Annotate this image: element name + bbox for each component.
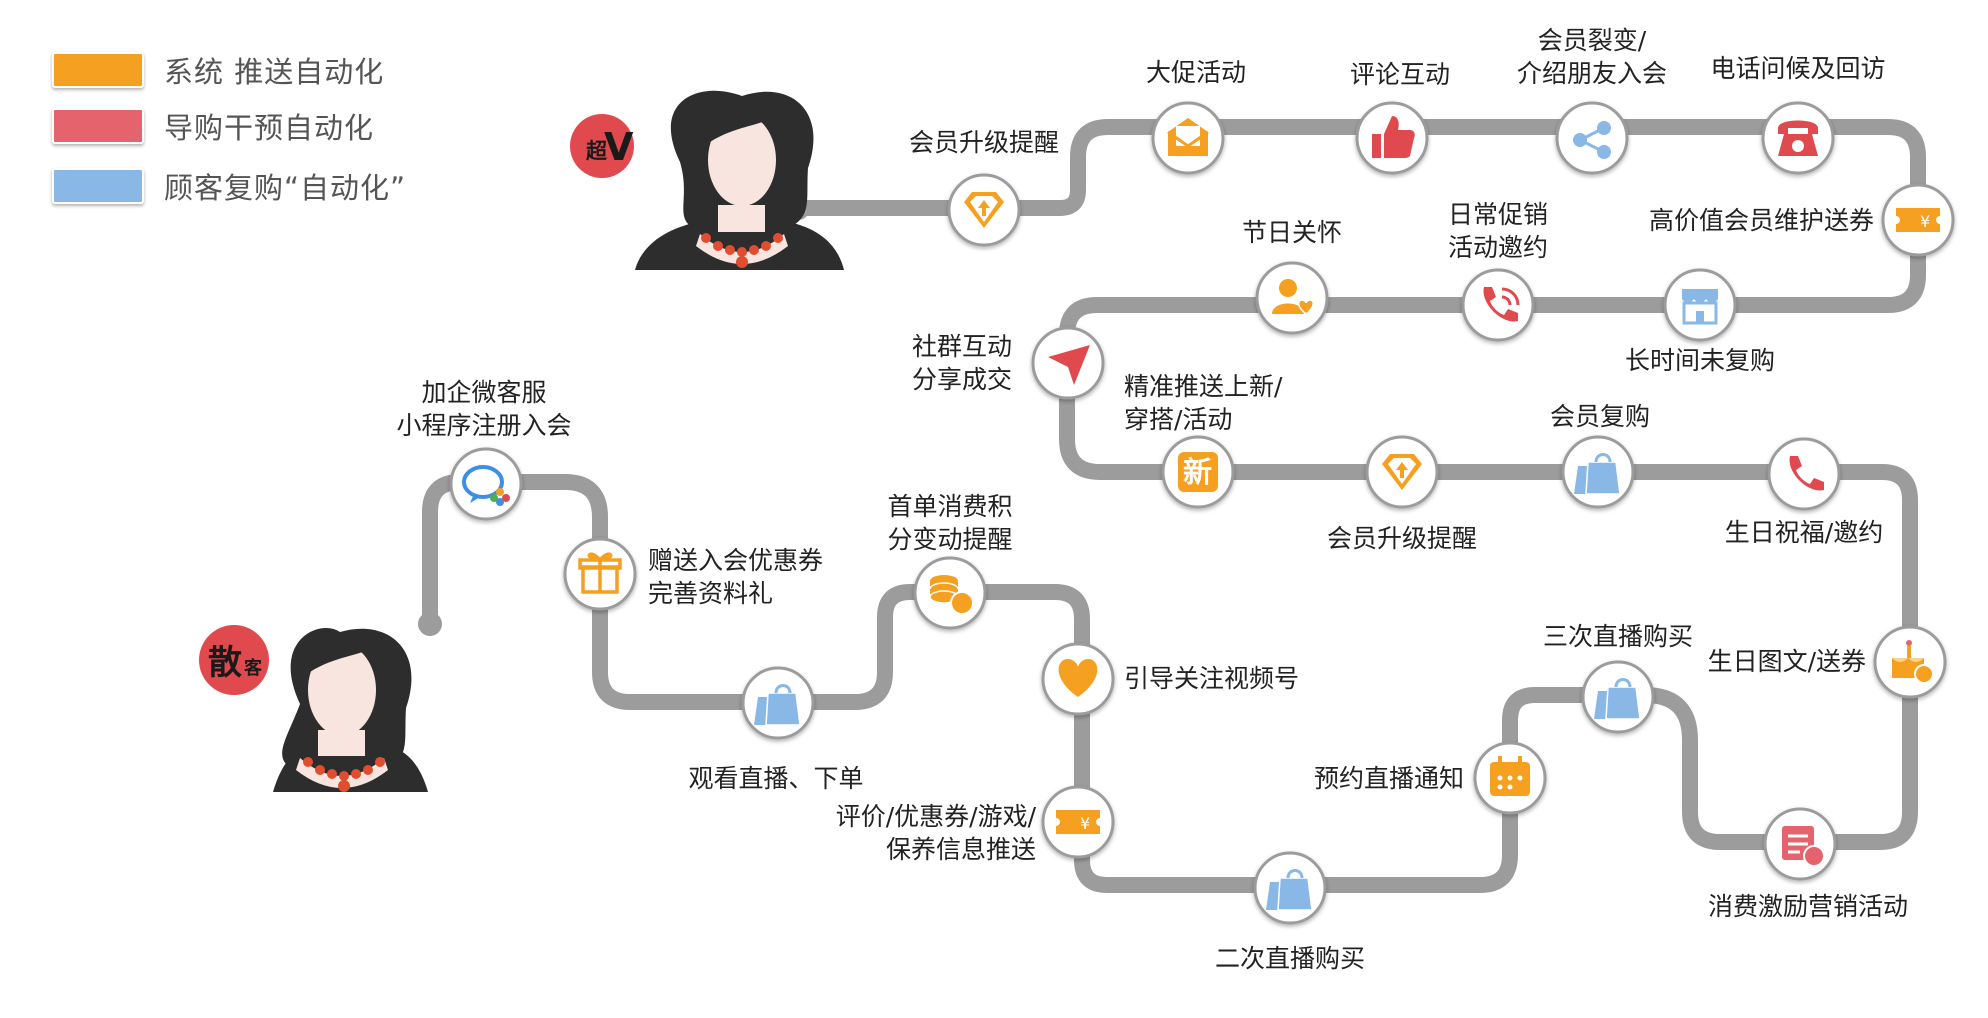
node-community-share[interactable]	[1031, 326, 1105, 400]
node-no-repurchase[interactable]	[1663, 268, 1737, 342]
shopping-bag-icon	[754, 684, 801, 726]
calendar-icon	[1490, 756, 1530, 796]
label-phone-followup: 电话问候及回访	[1710, 54, 1886, 83]
phone-ring-icon	[1483, 287, 1520, 322]
node-new-arrival-push[interactable]: 新	[1161, 435, 1235, 509]
label-member-referral: 会员裂变/ 介绍朋友入会	[1516, 26, 1668, 88]
store-icon	[1682, 289, 1718, 325]
path-start-dot-casual	[418, 612, 442, 636]
diamond-upgrade-icon	[964, 192, 1004, 228]
label-watch-live: 观看直播、下单	[688, 764, 864, 793]
legend-label: 导购干预自动化	[164, 111, 375, 145]
new-glyph: 新	[1183, 455, 1212, 489]
node-birthday-greeting[interactable]	[1767, 437, 1841, 511]
vip-persona: 超 V	[570, 90, 844, 270]
label-third-live-purchase: 三次直播购买	[1542, 622, 1694, 651]
thumbs-up-icon	[1372, 116, 1415, 158]
vip-badge-main: 超	[586, 139, 608, 163]
share-icon	[1573, 121, 1611, 159]
label-follow-video: 引导关注视频号	[1124, 664, 1300, 693]
gift-icon	[578, 552, 622, 594]
label-holiday-care: 节日关怀	[1241, 218, 1343, 247]
node-member-referral[interactable]	[1555, 101, 1629, 175]
label-second-live-purchase: 二次直播购买	[1214, 944, 1366, 973]
node-wecom-signup[interactable]	[449, 447, 523, 521]
shopping-bag-icon	[1574, 453, 1621, 495]
label-daily-promo: 日常促销 活动邀约	[1447, 200, 1549, 262]
node-follow-video[interactable]	[1041, 642, 1115, 716]
receipt-icon	[1782, 826, 1825, 867]
node-first-order-points[interactable]	[913, 556, 987, 630]
node-live-reminder[interactable]	[1473, 741, 1547, 815]
legend-guide-intervention: 导购干预自动化	[52, 106, 374, 146]
coupon-yen-glyph: ¥	[1080, 814, 1090, 833]
coupon-yen-glyph: ¥	[1920, 212, 1930, 231]
node-comment-interaction[interactable]	[1355, 101, 1429, 175]
node-watch-live[interactable]	[741, 666, 815, 740]
legend-label: 顾客复购“自动化”	[164, 171, 407, 205]
legend-label: 系统 推送自动化	[164, 55, 385, 89]
vip-badge	[570, 114, 634, 178]
node-upgrade-reminder-lower[interactable]	[1365, 435, 1439, 509]
node-welcome-coupon[interactable]	[563, 537, 637, 611]
label-upgrade-reminder-upper: 会员升级提醒	[908, 128, 1060, 157]
coins-icon	[929, 575, 974, 615]
envelope-icon	[1167, 118, 1209, 156]
node-phone-followup[interactable]	[1761, 101, 1835, 175]
node-member-repurchase[interactable]	[1561, 435, 1635, 509]
casual-persona: 散 客	[199, 625, 428, 792]
label-comment-interaction: 评论互动	[1349, 60, 1451, 89]
label-incentive-campaign: 消费激励营销活动	[1707, 892, 1909, 921]
user-heart-icon	[1272, 279, 1314, 315]
label-wecom-signup: 加企微客服 小程序注册入会	[396, 378, 572, 440]
coupon-icon: ¥	[1056, 810, 1100, 834]
label-big-promotion: 大促活动	[1145, 58, 1247, 87]
label-first-order-points: 首单消费积 分变动提醒	[887, 492, 1013, 554]
casual-badge	[199, 625, 269, 695]
send-icon	[1048, 345, 1090, 385]
label-upgrade-reminder-lower: 会员升级提醒	[1326, 524, 1478, 553]
node-third-live-purchase[interactable]	[1581, 660, 1655, 734]
node-holiday-care[interactable]	[1255, 261, 1329, 335]
label-birthday-greeting: 生日祝福/邀约	[1724, 518, 1884, 547]
shopping-bag-icon	[1266, 869, 1313, 911]
vip-badge-sub: V	[604, 125, 634, 169]
casual-badge-main: 散	[208, 643, 242, 683]
node-birthday-coupon[interactable]	[1873, 625, 1947, 699]
node-second-live-purchase[interactable]	[1253, 851, 1327, 925]
node-high-value-coupon[interactable]: ¥	[1881, 183, 1955, 257]
legend-repurchase: 顾客复购“自动化”	[52, 166, 406, 206]
legend-swatch-orange	[52, 52, 144, 88]
diamond-upgrade-icon	[1382, 454, 1422, 490]
label-birthday-coupon: 生日图文/送券	[1707, 647, 1866, 676]
legend-swatch-red	[52, 108, 144, 144]
node-big-promotion[interactable]	[1151, 101, 1225, 175]
label-community-share: 社群互动 分享成交	[911, 332, 1012, 394]
heart-icon	[1058, 659, 1098, 697]
label-welcome-coupon: 赠送入会优惠券 完善资料礼	[648, 546, 824, 608]
label-review-coupon-push: 评价/优惠券/游戏/ 保养信息推送	[835, 802, 1036, 864]
node-upgrade-reminder-upper[interactable]	[947, 173, 1021, 247]
new-badge-icon: 新	[1178, 452, 1218, 492]
legend-system-push: 系统 推送自动化	[52, 50, 384, 90]
label-member-repurchase: 会员复购	[1549, 402, 1651, 431]
telephone-icon	[1778, 120, 1818, 156]
node-incentive-campaign[interactable]	[1763, 807, 1837, 881]
casual-badge-sub: 客	[244, 657, 263, 679]
coupon-icon: ¥	[1896, 208, 1940, 232]
journey-path-lower	[422, 119, 1926, 893]
shopping-bag-icon	[1594, 678, 1641, 720]
wecom-chat-icon	[462, 465, 510, 506]
node-daily-promo[interactable]	[1461, 268, 1535, 342]
label-live-reminder: 预约直播通知	[1313, 764, 1464, 793]
node-review-coupon-push[interactable]: ¥	[1041, 785, 1115, 859]
legend-swatch-blue	[52, 168, 144, 204]
birthday-cake-icon	[1892, 640, 1934, 684]
label-high-value-coupon: 高价值会员维护送券	[1648, 206, 1874, 235]
label-new-arrival-push: 精准推送上新/ 穿搭/活动	[1124, 372, 1283, 434]
phone-icon	[1789, 456, 1824, 491]
label-no-repurchase: 长时间未复购	[1624, 346, 1776, 375]
